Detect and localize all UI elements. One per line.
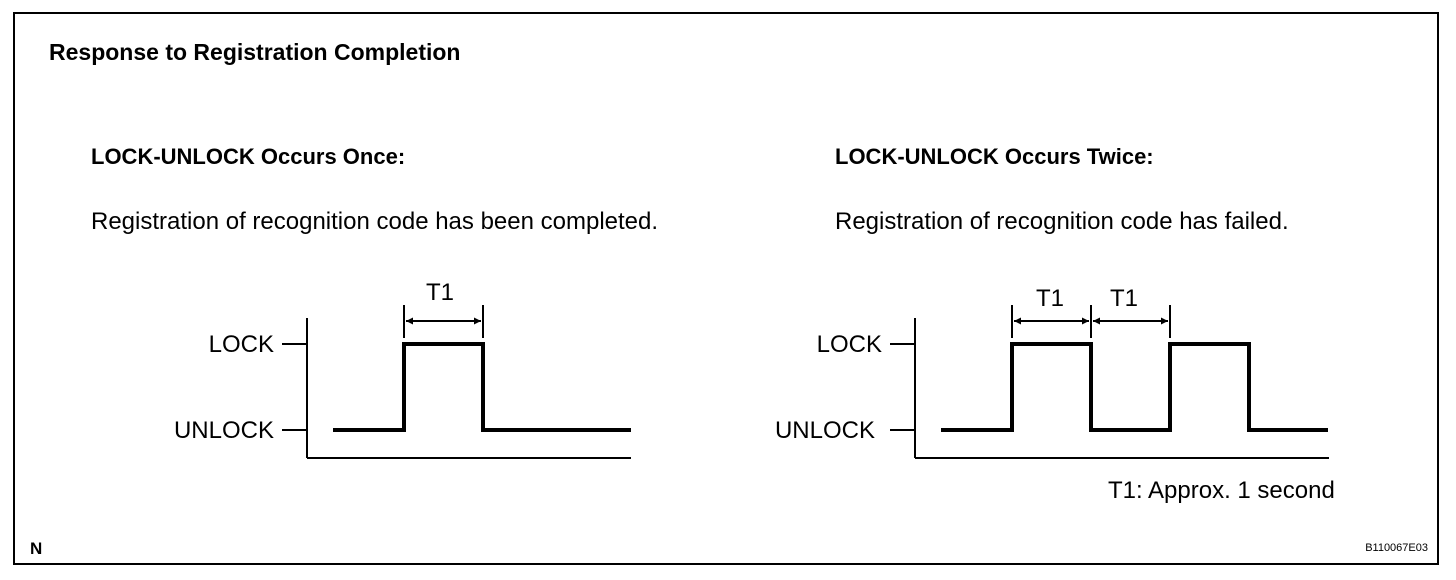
right-lock-label: LOCK	[817, 331, 882, 358]
right-t1-label-second: T1	[1110, 285, 1138, 312]
left-description: Registration of recognition code has bee…	[91, 208, 659, 235]
left-t1-label: T1	[426, 279, 454, 306]
t1-note: T1: Approx. 1 second	[1108, 477, 1335, 504]
figure-id: B110067E03	[1365, 542, 1428, 554]
right-description: Registration of recognition code has fai…	[835, 208, 1289, 235]
left-signal-waveform	[333, 342, 631, 432]
left-unlock-label: UNLOCK	[174, 417, 274, 444]
figure-title: Response to Registration Completion	[49, 39, 461, 65]
right-timing-diagram: LOCK UNLOCK T1 T1	[775, 285, 1329, 459]
right-unlock-label: UNLOCK	[775, 417, 875, 444]
left-lock-label: LOCK	[209, 331, 274, 358]
figure-frame	[13, 12, 1439, 565]
left-timing-diagram: LOCK UNLOCK T1	[174, 279, 631, 459]
right-signal-waveform	[941, 342, 1328, 432]
right-heading: LOCK-UNLOCK Occurs Twice:	[835, 144, 1154, 169]
left-heading: LOCK-UNLOCK Occurs Once:	[91, 144, 406, 169]
right-t1-label-first: T1	[1036, 285, 1064, 312]
corner-letter: N	[30, 539, 43, 558]
